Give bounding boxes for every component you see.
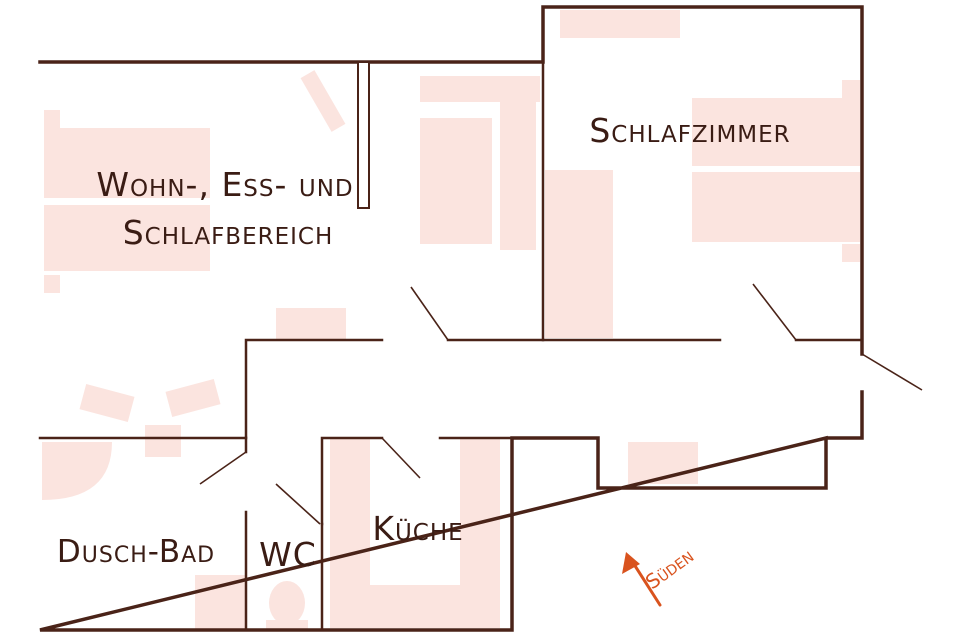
kitchen-door bbox=[381, 437, 421, 479]
arrow-up-icon bbox=[622, 552, 662, 607]
compass-label: Süden bbox=[641, 543, 698, 594]
bathroom-label: Dusch-Bad bbox=[57, 534, 215, 570]
dining-chair-left bbox=[79, 383, 135, 423]
bath-sink bbox=[195, 575, 245, 630]
living-room-label-line1: Wohn-, Ess- und bbox=[96, 165, 353, 204]
walls-layer bbox=[38, 5, 864, 632]
dining-chair-right bbox=[165, 378, 221, 418]
living-cabinet-right bbox=[500, 102, 536, 250]
living-bed bbox=[44, 128, 210, 198]
bedroom-wardrobe bbox=[545, 170, 613, 338]
bedroom-bed-bottom bbox=[692, 172, 860, 242]
living-nightstand-top bbox=[44, 110, 60, 128]
living-shelf bbox=[420, 76, 540, 102]
living-sideboard bbox=[276, 308, 346, 340]
living-nightstand-bottom bbox=[44, 275, 60, 293]
living-door bbox=[410, 286, 449, 341]
living-room-label-line2: Schlafbereich bbox=[123, 213, 334, 252]
kitchen-label: Küche bbox=[372, 509, 463, 548]
kitchen-north-wall bbox=[320, 436, 384, 526]
living-partition bbox=[357, 61, 370, 209]
living-bed-lower bbox=[44, 205, 210, 271]
wc-toilet bbox=[269, 581, 305, 625]
compass: Süden bbox=[622, 543, 698, 607]
shower-tray bbox=[42, 442, 112, 500]
bedroom-label: Schlafzimmer bbox=[589, 111, 790, 150]
doors-layer bbox=[199, 283, 923, 525]
kitchen-counter bbox=[330, 438, 500, 628]
bedroom-shelf-top bbox=[560, 10, 680, 38]
living-lamp bbox=[300, 70, 346, 132]
wc-door bbox=[275, 483, 321, 525]
outer-wall bbox=[38, 5, 864, 632]
bedroom-nightstand-bottom bbox=[842, 244, 860, 262]
bedroom-nightstand-top bbox=[842, 80, 860, 98]
furniture-layer bbox=[42, 10, 860, 630]
bedroom-bed-top bbox=[692, 98, 860, 166]
dining-chair-bottom bbox=[145, 425, 181, 457]
hall-north-wall bbox=[244, 338, 384, 438]
living-cabinet bbox=[420, 118, 492, 244]
bedroom-door bbox=[752, 283, 797, 341]
bath-door bbox=[199, 451, 247, 485]
wc-cistern bbox=[266, 620, 308, 630]
entrance-door bbox=[861, 353, 923, 391]
wc-label: WC bbox=[259, 535, 317, 574]
